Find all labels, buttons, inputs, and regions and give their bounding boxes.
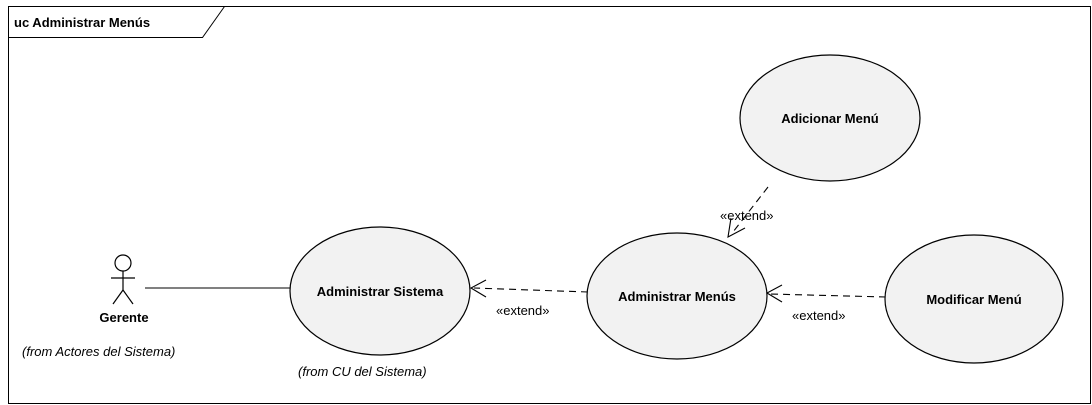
use-case-ellipse <box>586 232 768 360</box>
actor-head <box>114 254 132 272</box>
extend-label-sistema: «extend» <box>496 303 550 318</box>
use-case-modificar-menu[interactable]: Modificar Menú <box>884 234 1064 364</box>
use-case-administrar-sistema[interactable]: Administrar Sistema <box>289 226 471 356</box>
actor-from-note: (from Actores del Sistema) <box>22 344 175 359</box>
use-case-label: Modificar Menú <box>926 292 1021 307</box>
extend-line-modificar <box>769 293 887 298</box>
extend-arrow-sistema <box>469 279 487 298</box>
extend-line-adicionar <box>732 186 769 233</box>
use-case-administrar-menus[interactable]: Administrar Menús <box>586 232 768 360</box>
use-case-from-note: (from CU del Sistema) <box>298 364 427 379</box>
actor-gerente[interactable]: Gerente <box>99 254 149 325</box>
frame-title-tab <box>8 6 225 38</box>
frame-title: uc Administrar Menús <box>14 15 150 30</box>
use-case-label: Adicionar Menú <box>781 111 879 126</box>
actor-right-leg <box>122 289 134 305</box>
use-case-label: Administrar Sistema <box>317 284 444 299</box>
use-case-adicionar-menu[interactable]: Adicionar Menú <box>739 54 921 182</box>
use-case-ellipse <box>884 234 1064 364</box>
actor-left-leg <box>112 289 124 305</box>
extend-arrow-adicionar <box>727 217 746 239</box>
use-case-ellipse <box>289 226 471 356</box>
use-case-label: Administrar Menús <box>618 289 736 304</box>
extend-label-adicionar: «extend» <box>720 208 774 223</box>
use-case-ellipse <box>739 54 921 182</box>
actor-label: Gerente <box>99 310 148 325</box>
extend-label-modificar: «extend» <box>792 308 846 323</box>
